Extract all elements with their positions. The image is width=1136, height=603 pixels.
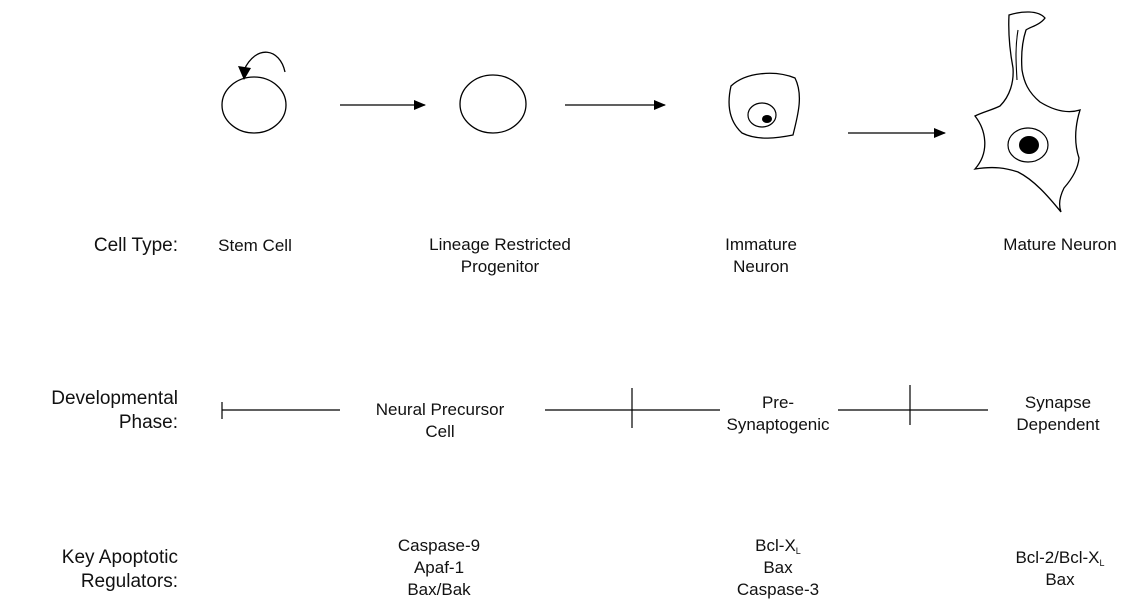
self-renewal-arrowhead	[238, 66, 251, 80]
mature-neuron-nucleolus	[1019, 136, 1039, 154]
immature-neuron-nucleus	[747, 102, 777, 128]
phase-pre-synaptogenic: Pre- Synaptogenic	[726, 393, 830, 434]
regulator-bcl-2-bcl-xl: Bcl-2/Bcl-XL	[1015, 548, 1105, 568]
phase-neural-precursor-cell: Neural Precursor Cell	[375, 400, 505, 441]
regulator-caspase-3: Caspase-3	[736, 580, 820, 599]
self-renewal-arrow	[243, 51, 286, 73]
row-label-developmental-phase: Developmental Phase:	[51, 388, 178, 433]
immature-neuron-nucleolus	[762, 115, 772, 123]
stem-cell-body	[221, 76, 287, 134]
regulator-apaf-1: Apaf-1	[413, 558, 465, 577]
immature-neuron-drawing	[728, 72, 801, 139]
regulator-caspase-9: Caspase-9	[397, 536, 481, 555]
cell-type-lineage-restricted-progenitor: Lineage Restricted Progenitor	[429, 235, 571, 276]
regulator-bax-bak: Bax/Bak	[407, 580, 471, 599]
mature-neuron-body	[973, 11, 1081, 213]
phase-synapse-dependent: Synapse Dependent	[1016, 393, 1100, 434]
cell-type-stem-cell: Stem Cell	[218, 236, 292, 255]
progenitor-cell-body	[459, 74, 527, 134]
row-label-cell-type: Cell Type:	[93, 235, 178, 256]
mature-neuron-dendrite-inner	[1015, 29, 1019, 81]
cell-type-immature-neuron: Immature Neuron	[725, 235, 797, 276]
regulator-bax-mature: Bax	[1045, 570, 1075, 589]
mature-neuron-drawing	[973, 11, 1081, 213]
immature-neuron-body	[728, 72, 801, 139]
row-label-key-apoptotic-regulators: Key Apoptotic Regulators:	[61, 547, 178, 592]
regulator-bcl-xl: Bcl-XL	[755, 536, 801, 556]
mature-neuron-nucleus	[1007, 127, 1049, 163]
phase-timeline	[221, 385, 988, 428]
stem-cell-drawing	[221, 51, 287, 134]
cell-type-mature-neuron: Mature Neuron	[1003, 235, 1117, 254]
regulators-synapse-dependent: Bcl-2/Bcl-XL Bax	[1015, 547, 1104, 591]
regulators-neural-precursor: Caspase-9 Apaf-1 Bax/Bak	[398, 535, 480, 601]
regulators-pre-synaptogenic: Bcl-XL Bax Caspase-3	[737, 535, 819, 601]
regulator-bax: Bax	[763, 558, 793, 577]
